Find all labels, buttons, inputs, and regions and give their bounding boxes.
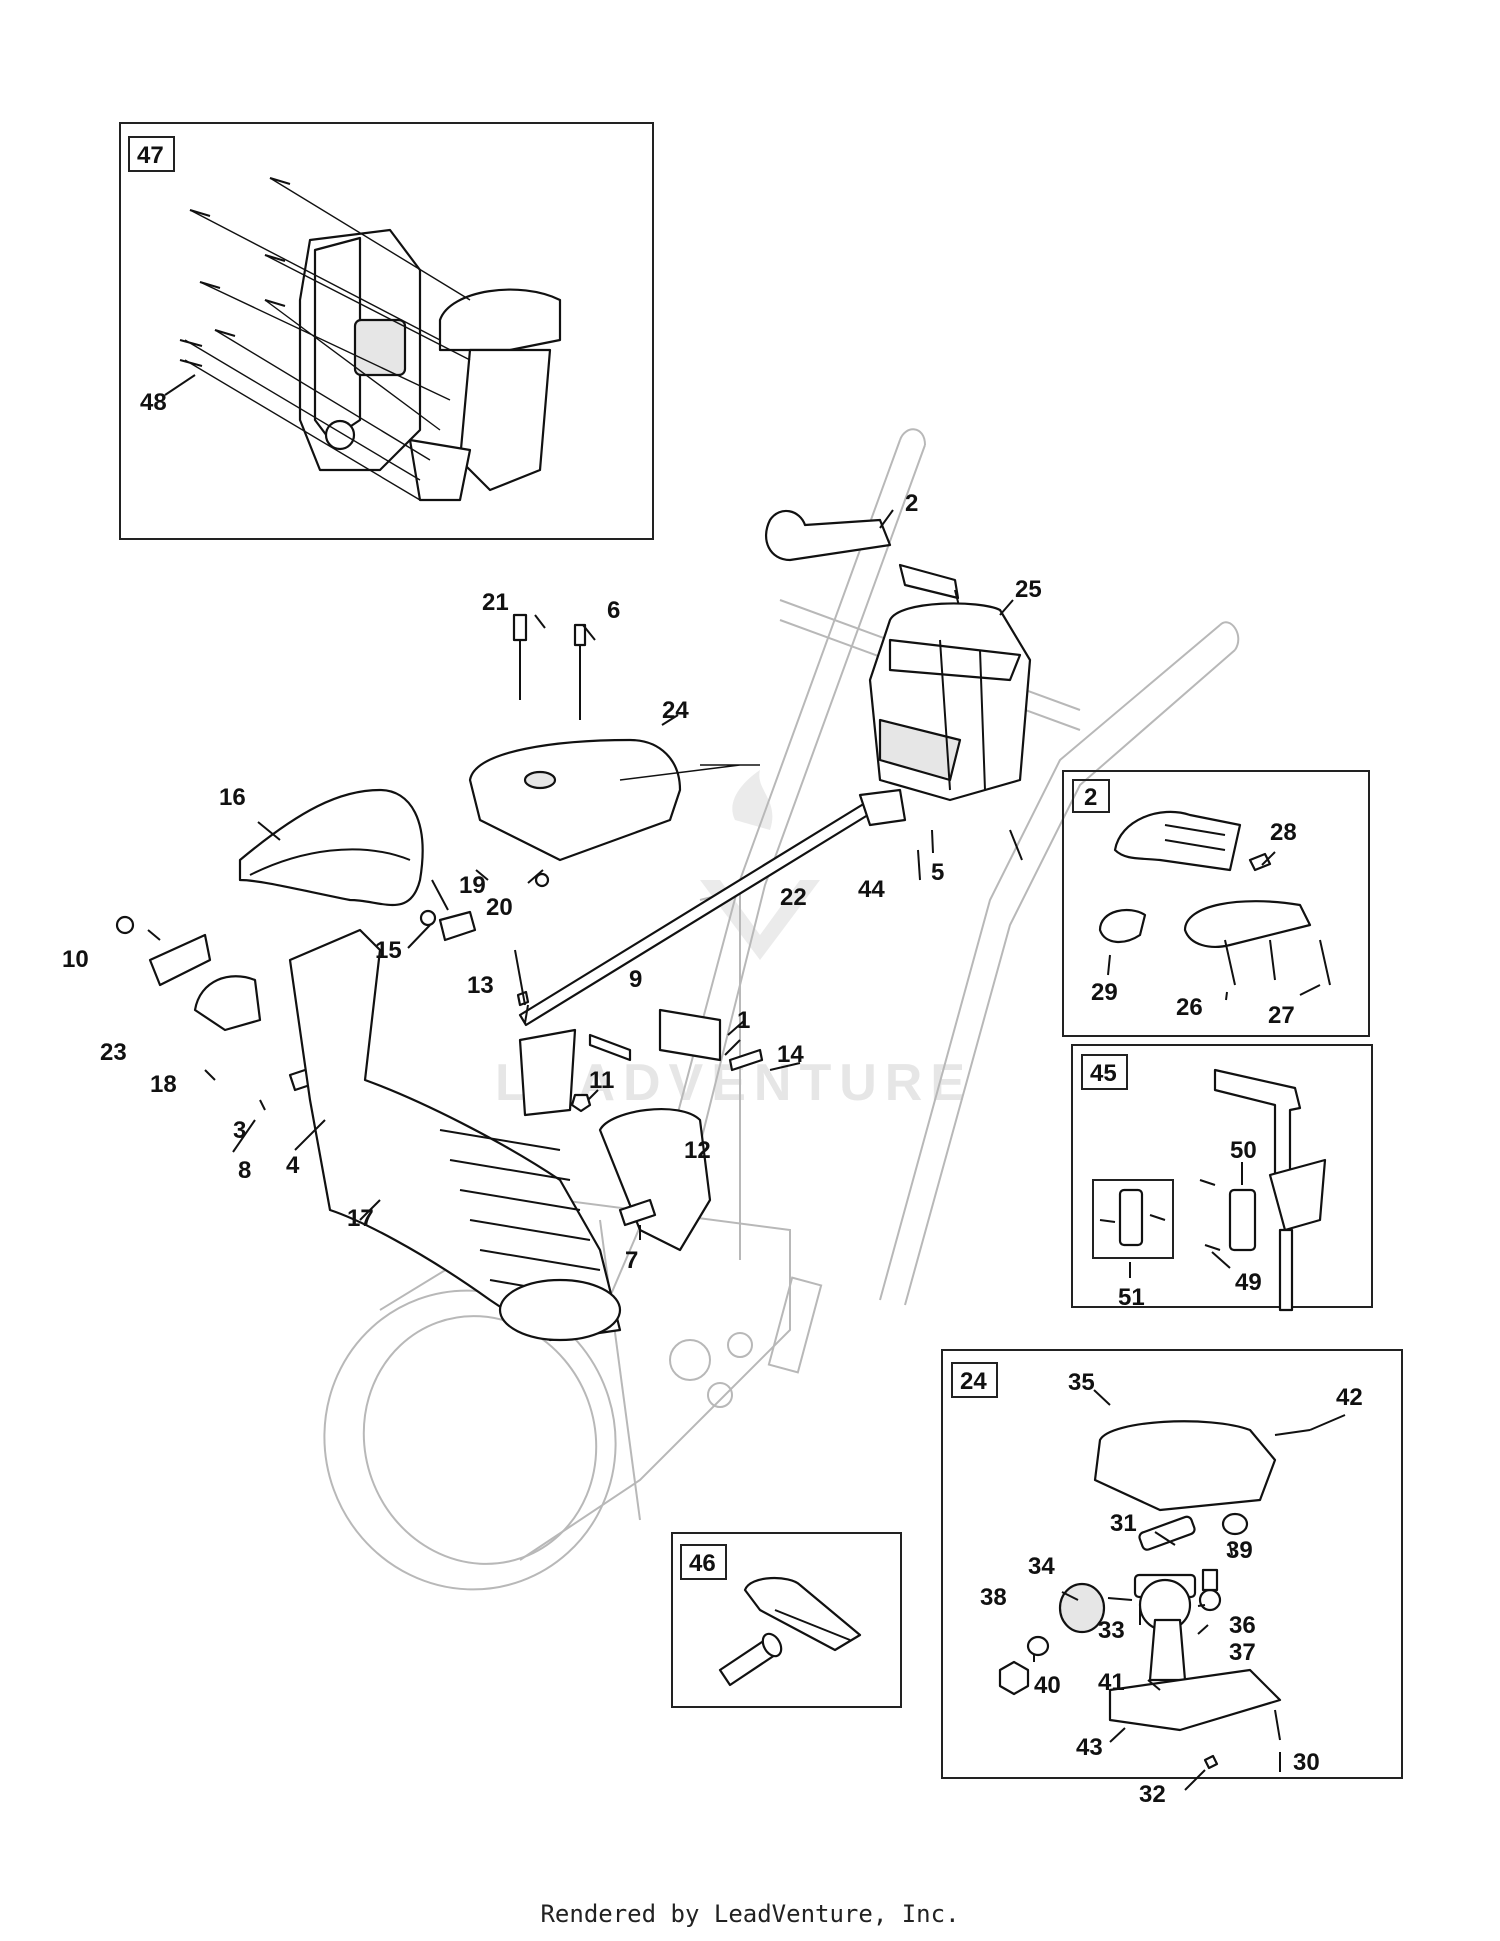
chute-control-assembly-exploded	[179, 177, 562, 502]
callout-15: 15	[375, 937, 402, 964]
inset-47-frame	[119, 122, 654, 540]
inset-2-tag	[1072, 779, 1110, 813]
inset-45-subframe	[1092, 1179, 1174, 1259]
callout-12: 12	[684, 1137, 711, 1164]
callout-24: 24	[662, 697, 689, 724]
chute-control-housing	[868, 602, 1032, 802]
callout-49: 49	[1235, 1269, 1262, 1296]
universal-joint-parts	[1092, 1068, 1327, 1312]
callout-31: 31	[1110, 1510, 1137, 1537]
inset-2: 2 28 29 26 27	[1062, 770, 1370, 1037]
callout-40: 40	[1034, 1672, 1061, 1699]
callout-9: 9	[629, 966, 642, 993]
callout-1: 1	[737, 1007, 750, 1034]
inset-45-tag	[1081, 1054, 1128, 1090]
callout-19: 19	[459, 872, 486, 899]
callout-27: 27	[1268, 1002, 1295, 1029]
snowblower-frame-outline	[323, 428, 1240, 1591]
callout-20: 20	[486, 894, 513, 921]
inset-46-tag	[680, 1544, 727, 1580]
callout-10: 10	[62, 946, 89, 973]
footer-credit: Rendered by LeadVenture, Inc.	[540, 1900, 960, 1928]
callout-5: 5	[931, 859, 944, 886]
callout-22: 22	[780, 884, 807, 911]
callout-36: 36	[1229, 1612, 1256, 1639]
callout-42: 42	[1336, 1384, 1363, 1411]
remote-chute-control-handle	[765, 509, 961, 611]
callout-16: 16	[219, 784, 246, 811]
callout-51: 51	[1118, 1284, 1145, 1311]
chute-bracket	[598, 1108, 712, 1252]
callout-13: 13	[467, 972, 494, 999]
inset-45-frame	[1071, 1044, 1373, 1308]
inset-45-label: 45	[1090, 1060, 1117, 1087]
inset-47-tag	[128, 136, 175, 172]
chute-rod	[518, 788, 907, 1027]
callout-25: 25	[1015, 576, 1042, 603]
chute-rotator-cover	[468, 613, 760, 862]
inset-46: 46	[671, 1532, 902, 1708]
inset-24-frame	[941, 1349, 1403, 1779]
callout-38: 38	[980, 1584, 1007, 1611]
inset-2-label: 2	[1084, 784, 1097, 811]
inset-47-label: 47	[137, 142, 164, 169]
handle-grip-parts	[1098, 810, 1331, 986]
callout-44: 44	[858, 876, 885, 903]
discharge-chute	[288, 928, 622, 1342]
callout-32: 32	[1139, 1781, 1166, 1808]
inset-24-label: 24	[960, 1368, 987, 1395]
callout-41: 41	[1098, 1669, 1125, 1696]
callout-4: 4	[286, 1152, 300, 1179]
inset-24-tag	[951, 1362, 998, 1398]
callout-43: 43	[1076, 1734, 1103, 1761]
callout-50: 50	[1230, 1137, 1257, 1164]
callout-7: 7	[625, 1247, 638, 1274]
callout-2: 2	[905, 490, 918, 517]
callout-48: 48	[140, 389, 167, 416]
inset-46-label: 46	[689, 1550, 716, 1577]
inset-46-frame	[671, 1532, 902, 1708]
callout-8: 8	[238, 1157, 251, 1184]
callout-33: 33	[1098, 1617, 1125, 1644]
inset-24: 24 35 42 31 39 34 38 33 36 37 41 40	[941, 1349, 1403, 1808]
callout-21: 21	[482, 589, 509, 616]
callout-17: 17	[347, 1205, 374, 1232]
callout-26: 26	[1176, 994, 1203, 1021]
callout-lines-main	[147, 509, 1023, 1240]
callout-29: 29	[1091, 979, 1118, 1006]
callout-18: 18	[150, 1071, 177, 1098]
callout-6: 6	[607, 597, 620, 624]
callout-11: 11	[589, 1067, 614, 1094]
inset-2-frame	[1062, 770, 1370, 1037]
callout-35: 35	[1068, 1369, 1095, 1396]
callout-34: 34	[1028, 1553, 1055, 1580]
inset-45: 45 50 51 49	[1071, 1044, 1373, 1312]
callout-28: 28	[1270, 819, 1297, 846]
callout-30: 30	[1293, 1749, 1320, 1776]
callout-39: 39	[1226, 1537, 1253, 1564]
callout-14: 14	[777, 1041, 804, 1068]
chute-rotator-gear-parts	[998, 1420, 1311, 1770]
callout-37: 37	[1229, 1639, 1256, 1666]
gear-and-fitting-parts	[718, 1576, 862, 1687]
inset-47: 47 48	[119, 122, 654, 540]
chute-deflector	[238, 788, 424, 906]
callout-23: 23	[100, 1039, 127, 1066]
callout-3: 3	[233, 1117, 246, 1144]
